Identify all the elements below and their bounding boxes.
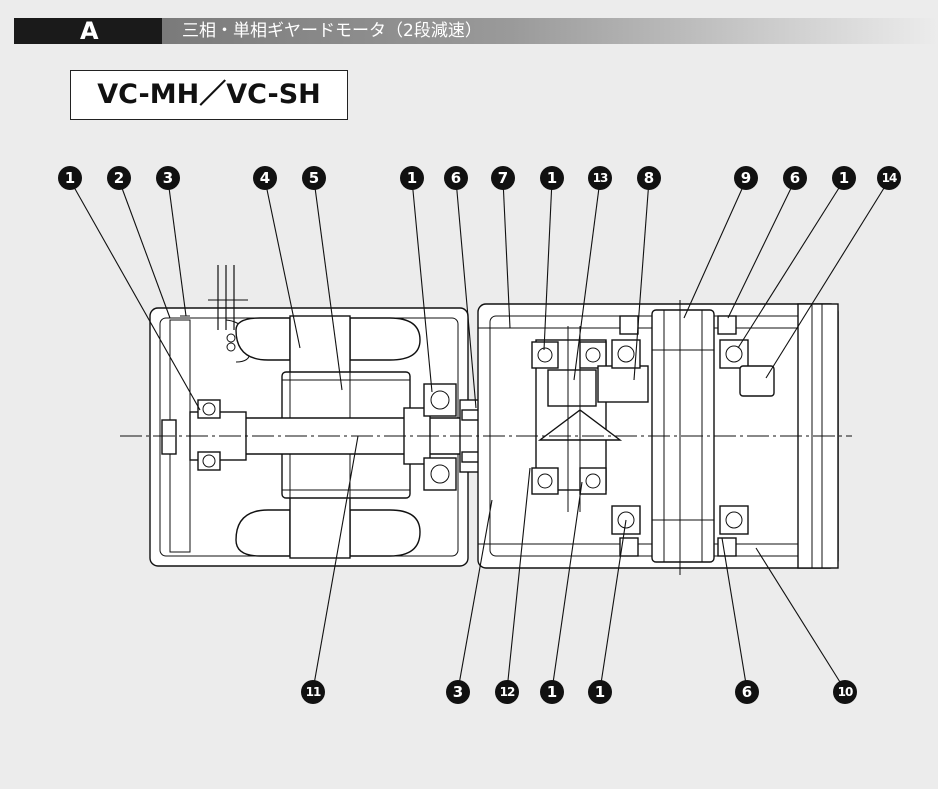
badge-7-top: 7 <box>491 166 515 190</box>
badge-12-bottom: 12 <box>495 680 519 704</box>
gearbox-housing <box>477 300 839 575</box>
badge-10-bottom: 10 <box>833 680 857 704</box>
badge-1-bottom-b: 1 <box>588 680 612 704</box>
svg-text:6: 6 <box>451 169 461 187</box>
motor-housing <box>149 265 549 567</box>
svg-text:6: 6 <box>742 683 752 701</box>
badge-13-top: 13 <box>588 166 612 190</box>
svg-text:3: 3 <box>163 169 173 187</box>
badge-3-bottom: 3 <box>446 680 470 704</box>
badge-8-top: 8 <box>637 166 661 190</box>
svg-text:13: 13 <box>593 171 608 185</box>
badge-1-top-a: 1 <box>58 166 82 190</box>
badge-4-top: 4 <box>253 166 277 190</box>
svg-text:10: 10 <box>838 685 853 699</box>
svg-text:7: 7 <box>498 169 508 187</box>
svg-text:5: 5 <box>309 169 319 187</box>
svg-text:8: 8 <box>644 169 654 187</box>
svg-text:1: 1 <box>547 169 557 187</box>
badge-1-top-d: 1 <box>832 166 856 190</box>
svg-text:3: 3 <box>453 683 463 701</box>
svg-text:1: 1 <box>839 169 849 187</box>
badge-9-top: 9 <box>734 166 758 190</box>
svg-text:6: 6 <box>790 169 800 187</box>
section-title: 三相・単相ギヤードモータ（2段減速） <box>162 18 938 44</box>
badge-2-top: 2 <box>107 166 131 190</box>
badge-6-top-b: 6 <box>783 166 807 190</box>
svg-text:9: 9 <box>741 169 751 187</box>
leader-lines <box>69 179 890 691</box>
badge-5-top: 5 <box>302 166 326 190</box>
badge-3-top: 3 <box>156 166 180 190</box>
badge-1-bottom-a: 1 <box>540 680 564 704</box>
svg-text:1: 1 <box>407 169 417 187</box>
svg-text:1: 1 <box>65 169 75 187</box>
badge-1-top-c: 1 <box>540 166 564 190</box>
svg-text:12: 12 <box>500 685 515 699</box>
section-header: A 三相・単相ギヤードモータ（2段減速） <box>14 18 938 44</box>
svg-text:1: 1 <box>595 683 605 701</box>
model-label: VC-MH／VC-SH <box>70 70 348 120</box>
svg-text:4: 4 <box>260 169 270 187</box>
svg-text:1: 1 <box>547 683 557 701</box>
svg-text:14: 14 <box>882 171 897 185</box>
badge-6-top-a: 6 <box>444 166 468 190</box>
badge-1-top-b: 1 <box>400 166 424 190</box>
badge-11-bottom: 11 <box>301 680 325 704</box>
badge-6-bottom: 6 <box>735 680 759 704</box>
svg-text:2: 2 <box>114 169 124 187</box>
svg-text:11: 11 <box>306 685 321 699</box>
section-letter: A <box>14 18 162 44</box>
badge-14-top: 14 <box>877 166 901 190</box>
